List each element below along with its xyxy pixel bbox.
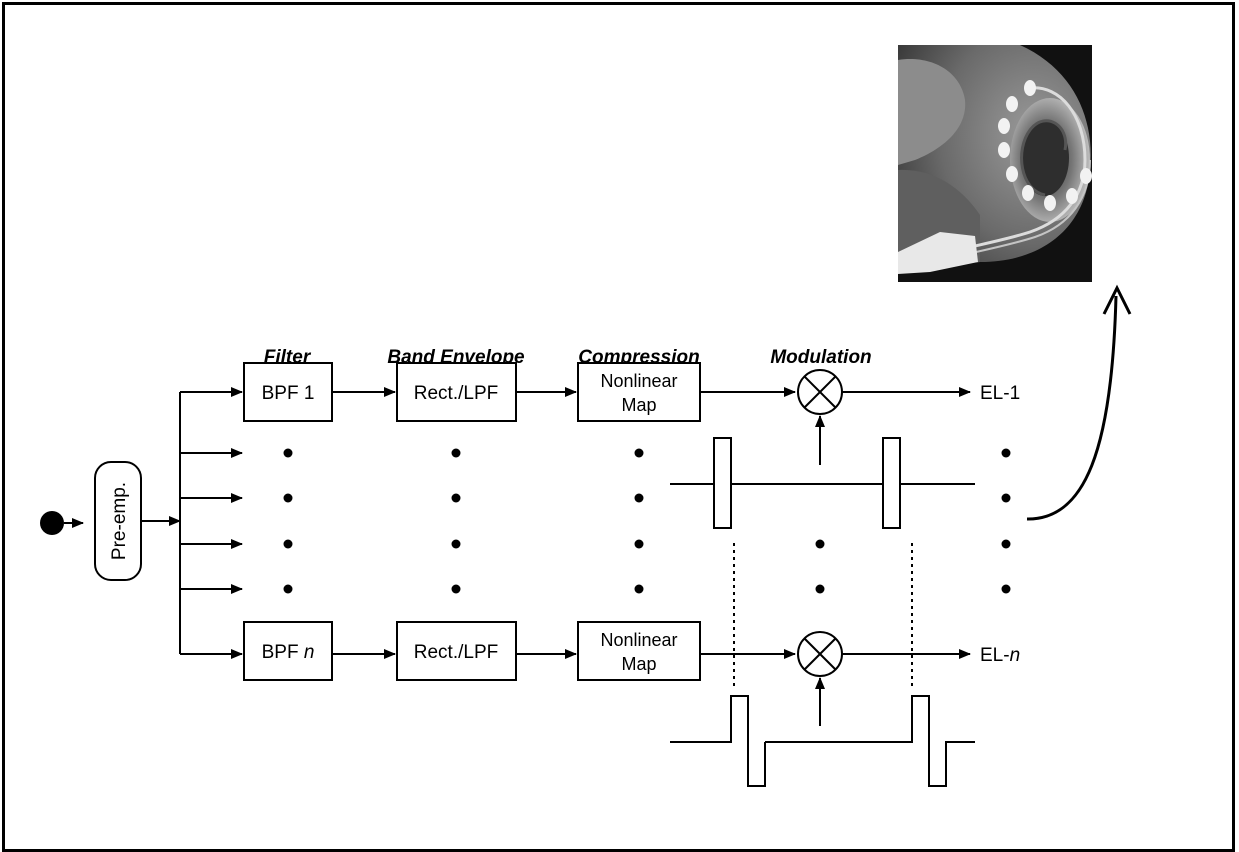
input-node	[40, 511, 64, 535]
cochlear-xray-image	[898, 45, 1092, 282]
output-el-n: EL-n	[980, 645, 1020, 666]
compression-1-line1: Nonlinear	[600, 371, 677, 391]
envelope-1-label: Rect./LPF	[414, 383, 498, 404]
channel-n: BPF n Rect./LPF Nonlinear Map EL-n	[244, 622, 1020, 726]
pre-emphasis-label: Pre-emp.	[109, 482, 130, 560]
header-modulation: Modulation	[770, 347, 871, 368]
compression-1-line2: Map	[621, 395, 656, 415]
bpf-1-label: BPF 1	[262, 383, 315, 404]
bpf-n-label: BPF n	[262, 642, 315, 663]
channel-1: BPF 1 Rect./LPF Nonlinear Map EL-1	[244, 363, 1020, 465]
pulse-train-n	[670, 696, 765, 786]
compression-n-line1: Nonlinear	[600, 630, 677, 650]
channel-ellipsis-dots	[284, 449, 1011, 594]
output-el-1: EL-1	[980, 383, 1020, 404]
signal-processing-diagram: Filter Band Envelope Compression Modulat…	[0, 0, 1239, 825]
pulse-train-1	[670, 438, 731, 528]
compression-n-line2: Map	[621, 654, 656, 674]
output-to-implant-arrow	[1027, 296, 1116, 519]
envelope-n-label: Rect./LPF	[414, 642, 498, 663]
